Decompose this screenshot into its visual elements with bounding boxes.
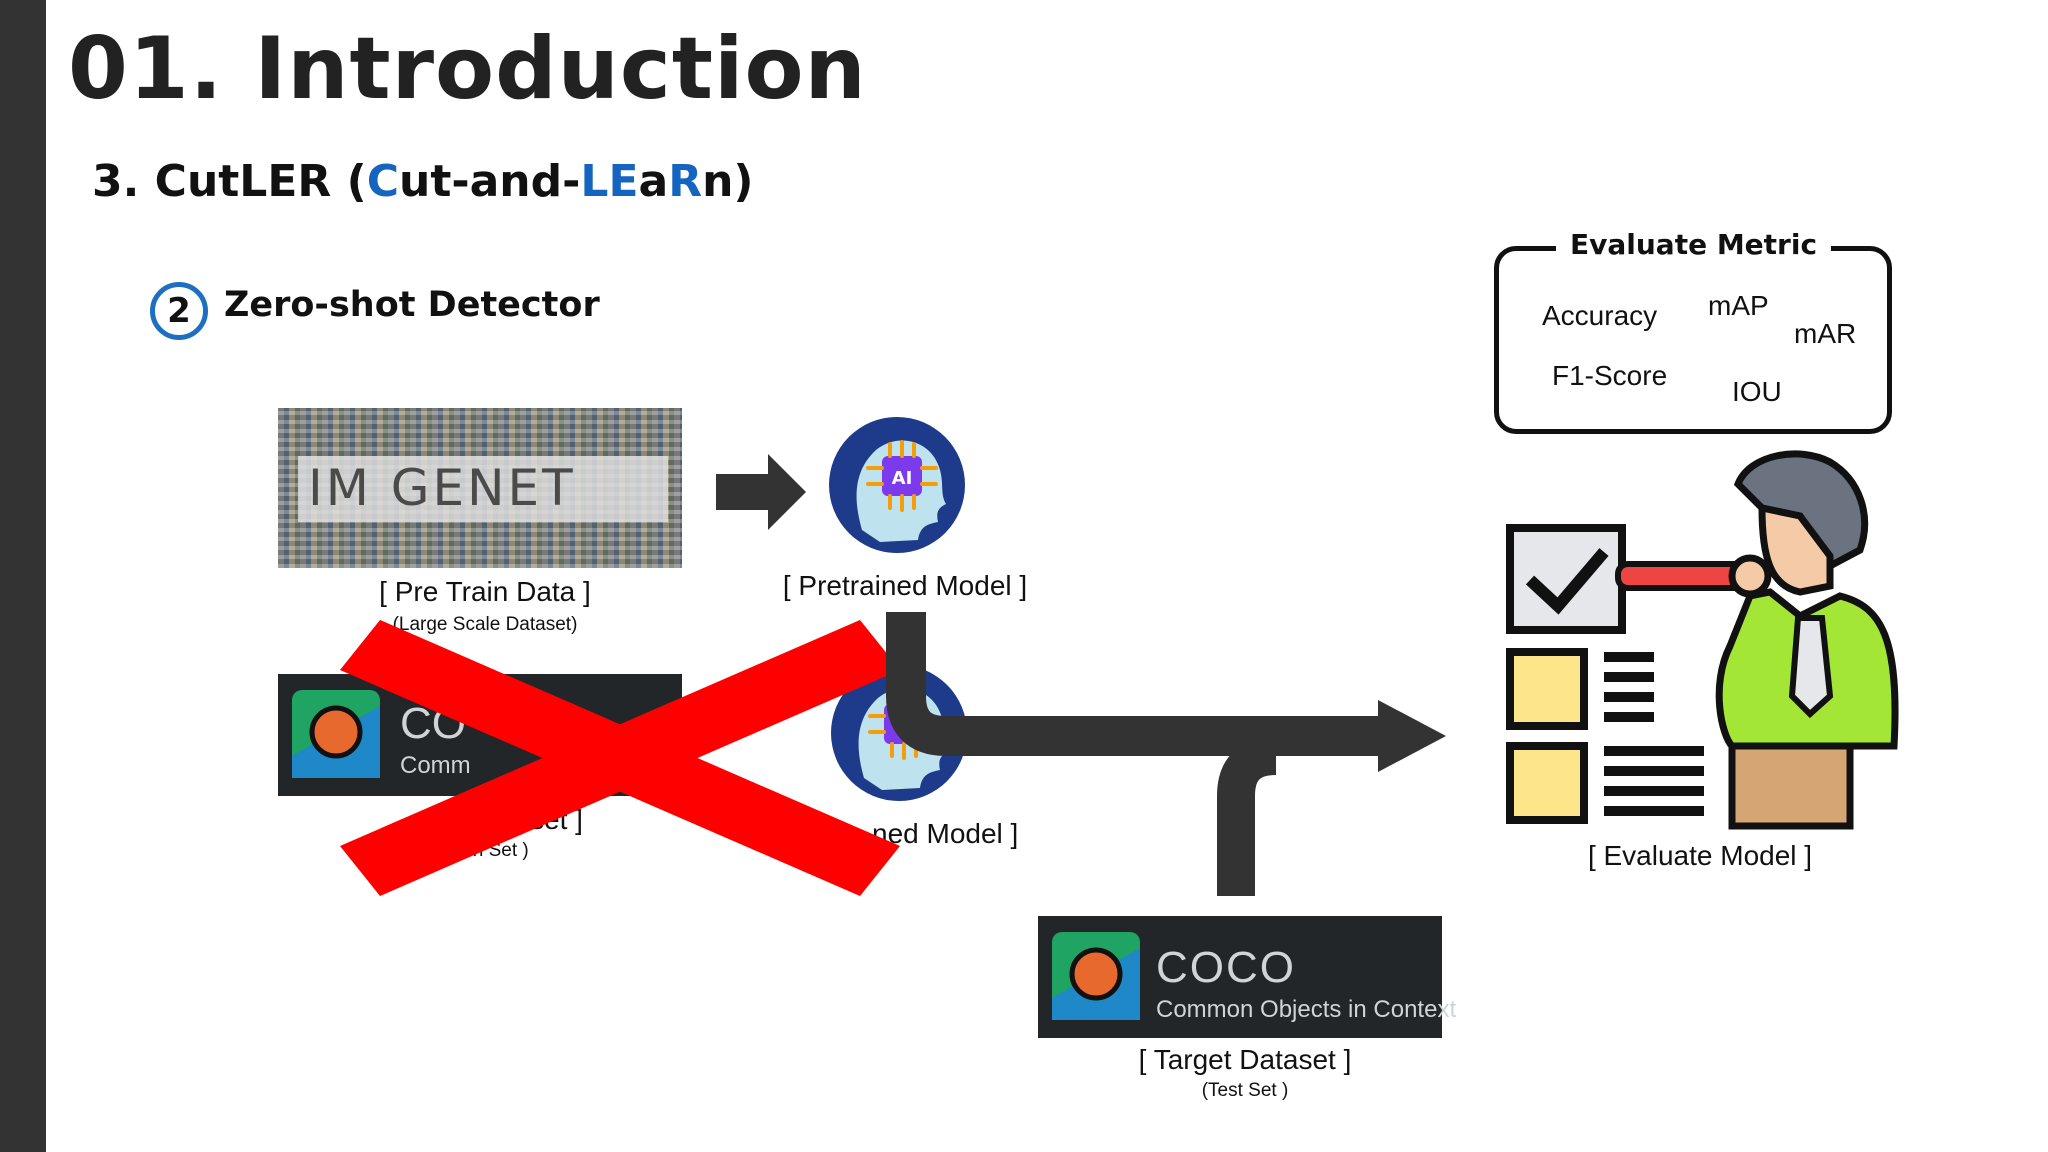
metric-f1-score: F1-Score — [1552, 360, 1668, 391]
crossed-coco-subtitle: Comm — [400, 752, 471, 779]
pretrained-model-caption: [ Pretrained Model ] — [782, 570, 1028, 601]
metric-map: mAP — [1708, 290, 1769, 321]
arrow-right-icon — [716, 454, 806, 530]
coco-logo-icon — [292, 690, 380, 778]
subtitle-prefix: 3. CutLER ( — [92, 156, 367, 207]
ai-chip-label: AI — [892, 468, 913, 489]
subtitle-close: ) — [733, 156, 754, 207]
imagenet-image: IM GENET — [278, 408, 682, 568]
target-coco-title: COCO — [1156, 943, 1296, 992]
metric-title: Evaluate Metric — [1556, 229, 1832, 261]
metric-iou: IOU — [1732, 376, 1782, 407]
subtitle-n: n — [702, 156, 734, 207]
slide-title: 01. Introduction — [68, 19, 867, 119]
subtitle-ut-and: ut-and- — [399, 156, 581, 207]
subtitle-c: C — [366, 156, 399, 207]
metric-accuracy: Accuracy — [1542, 300, 1658, 331]
flow-arrow-icon — [886, 612, 1446, 896]
metric-mar: mAR — [1794, 318, 1857, 349]
pretrain-caption: [ Pre Train Data ] — [379, 576, 591, 607]
subtitle-le: LE — [580, 156, 639, 207]
coco-logo-icon — [1052, 932, 1140, 1020]
ai-brain-icon: AI — [829, 417, 965, 553]
step-label: Zero-shot Detector — [224, 285, 600, 325]
evaluator-person-icon — [1506, 450, 1899, 830]
target-coco-logo: COCO Common Objects in Context — [1038, 916, 1456, 1038]
target-caption: [ Target Dataset ] — [1138, 1044, 1352, 1075]
red-cross-icon — [340, 620, 900, 896]
left-sidebar-bar — [0, 0, 46, 1152]
target-coco-subtitle: Common Objects in Context — [1156, 996, 1457, 1023]
subtitle-a: a — [638, 156, 669, 207]
evaluate-caption: [ Evaluate Model ] — [1587, 840, 1813, 871]
pretrain-subcaption: (Large Scale Dataset) — [392, 614, 578, 635]
imagenet-logo-text: IM GENET — [308, 459, 576, 517]
slide-subtitle: 3. CutLER (Cut-and-LEaRn) — [92, 160, 754, 204]
step-number-badge: 2 — [150, 282, 208, 340]
target-subcaption: (Test Set ) — [1201, 1080, 1289, 1101]
crossed-model-caption: ned Model ] — [872, 818, 1019, 849]
subtitle-r: R — [668, 156, 703, 207]
